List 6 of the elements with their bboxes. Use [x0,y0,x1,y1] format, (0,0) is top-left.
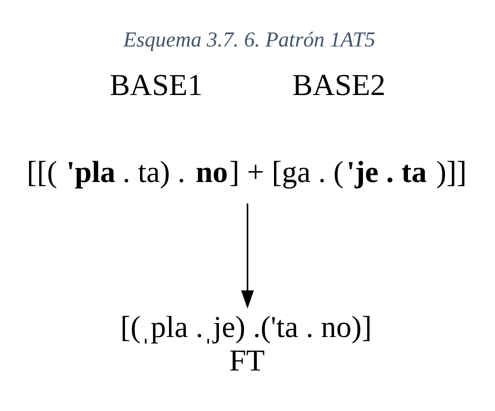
label: BASE1 [110,68,203,102]
node-text: [(ˌpla .ˌje) .('ta . no)] FT [120,310,372,378]
diagram-title: Esquema 3.7. 6. Patrón 1AT5 [123,28,376,52]
node-text: [[( 'pla . ta) . no] + [ga . ('je . ta )]] [26,154,467,189]
label: BASE2 [292,68,386,102]
arrow [241,204,254,309]
